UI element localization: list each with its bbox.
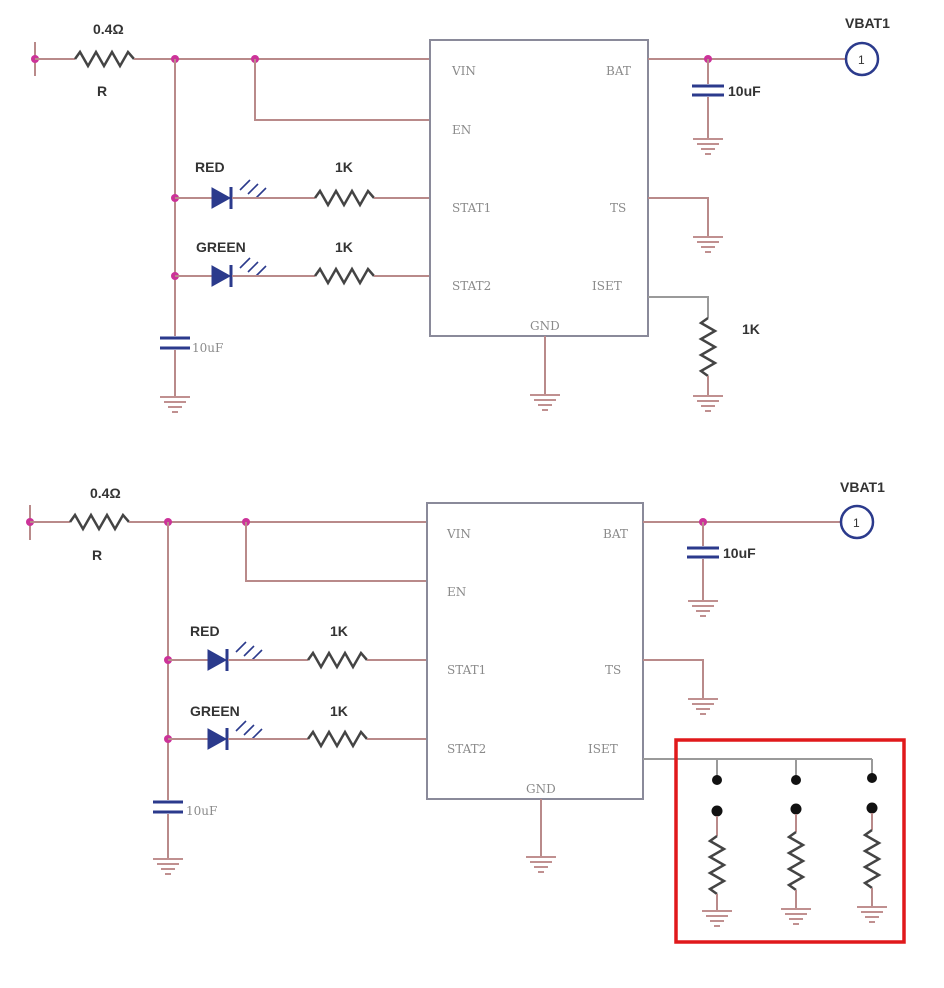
output-terminal [844,41,880,77]
ground-symbol [693,138,723,155]
red-led [207,641,263,671]
series-resistor-value: 0.4Ω [93,21,124,37]
green-led [211,257,267,287]
pin-stat2: STAT2 [452,279,491,293]
iset-resistor [698,316,718,378]
pin-en: EN [452,123,471,137]
green-led-resistor [306,729,368,749]
input-capacitor [153,800,183,814]
ground-symbol [160,396,190,413]
schematic-bottom: 0.4Ω R RED 1K GREEN [26,479,906,944]
red-led-resistor-value: 1K [335,159,353,175]
battery-capacitor [687,546,719,559]
input-capacitor-value: 10uF [186,804,217,818]
green-led-resistor-value: 1K [335,239,353,255]
output-pin-number: 1 [853,516,860,530]
pin-vin: VIN [446,527,471,541]
series-resistor-value: 0.4Ω [90,485,121,501]
red-led-label: RED [190,623,220,639]
green-led [207,720,263,750]
battery-capacitor-value: 10uF [723,545,756,561]
green-led-resistor [313,266,375,286]
input-capacitor-value: 10uF [192,341,223,355]
ground-symbol [688,600,718,617]
green-led-label: GREEN [190,703,240,719]
pin-stat2: STAT2 [447,742,486,756]
ground-symbol [530,394,560,411]
charger-ic [426,502,644,800]
pin-gnd: GND [526,782,556,796]
input-capacitor [160,336,190,350]
series-resistor [68,512,130,532]
pin-stat1: STAT1 [447,663,486,677]
pin-vin: VIN [451,64,476,78]
output-terminal [839,504,875,540]
output-pin-number: 1 [858,53,865,67]
selectable-resistor-1 [702,775,732,927]
red-led-resistor [306,650,368,670]
iset-resistor-value: 1K [742,321,760,337]
pin-stat1: STAT1 [452,201,491,215]
output-label: VBAT1 [840,479,885,495]
selectable-resistor-highlight [674,738,906,944]
selectable-resistor-3 [857,773,887,923]
red-led [211,179,267,209]
green-led-resistor-value: 1K [330,703,348,719]
pin-en: EN [447,585,466,599]
output-label: VBAT1 [845,15,890,31]
red-led-resistor-value: 1K [330,623,348,639]
red-led-label: RED [195,159,225,175]
pin-bat: BAT [603,527,628,541]
series-resistor-ref: R [97,83,107,99]
pin-iset: ISET [588,742,618,756]
series-resistor-ref: R [92,547,102,563]
charger-ic [429,39,649,337]
ground-symbol [688,698,718,715]
red-led-resistor [313,188,375,208]
ground-symbol [693,236,723,253]
battery-capacitor-value: 10uF [728,83,761,99]
battery-capacitor [692,84,724,97]
pin-bat: BAT [606,64,631,78]
selectable-resistor-2 [781,775,811,925]
series-resistor [73,49,135,69]
pin-ts: TS [605,663,621,677]
ground-symbol [153,858,183,875]
ground-symbol [526,856,556,873]
pin-iset: ISET [592,279,622,293]
pin-ts: TS [610,201,626,215]
ground-symbol [693,395,723,412]
pin-gnd: GND [530,319,560,333]
green-led-label: GREEN [196,239,246,255]
schematic-top: 0.4Ω R RED 1K [31,15,890,413]
